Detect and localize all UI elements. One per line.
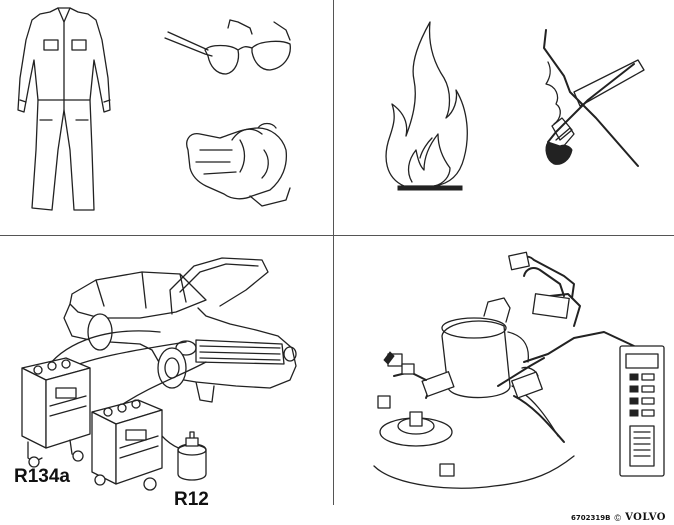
panel-fire-hazard [334, 0, 674, 235]
ac-components-icon [373, 251, 581, 489]
vertical-divider [333, 0, 334, 505]
brand-logo: VOLVO [625, 512, 666, 523]
gas-cylinder-icon [177, 431, 207, 481]
footer-credit: 6702319B © VOLVO [571, 512, 666, 523]
hose-r12 [119, 361, 207, 407]
panel-protective-clothing [0, 0, 333, 235]
car-icon [63, 257, 297, 403]
no-smoking-icon [543, 29, 645, 167]
figure-reference: 6702319B [570, 513, 611, 522]
horizontal-divider [0, 235, 674, 236]
recovery-station-r134a-icon [21, 357, 91, 468]
label-r12: R12 [174, 489, 209, 510]
gloves-icon [186, 122, 291, 207]
coverall-icon [17, 7, 111, 211]
probe-cable [523, 331, 635, 363]
panel-leak-detection [334, 236, 674, 505]
copyright-symbol: © [614, 512, 622, 523]
recovery-station-r12-icon [91, 399, 163, 491]
label-r134a: R134a [14, 466, 70, 487]
leak-detector-icon [619, 345, 665, 477]
safety-glasses-icon [164, 19, 291, 75]
panel-refrigerant-stations: R134a R12 [0, 236, 333, 510]
flame-icon [385, 21, 468, 191]
